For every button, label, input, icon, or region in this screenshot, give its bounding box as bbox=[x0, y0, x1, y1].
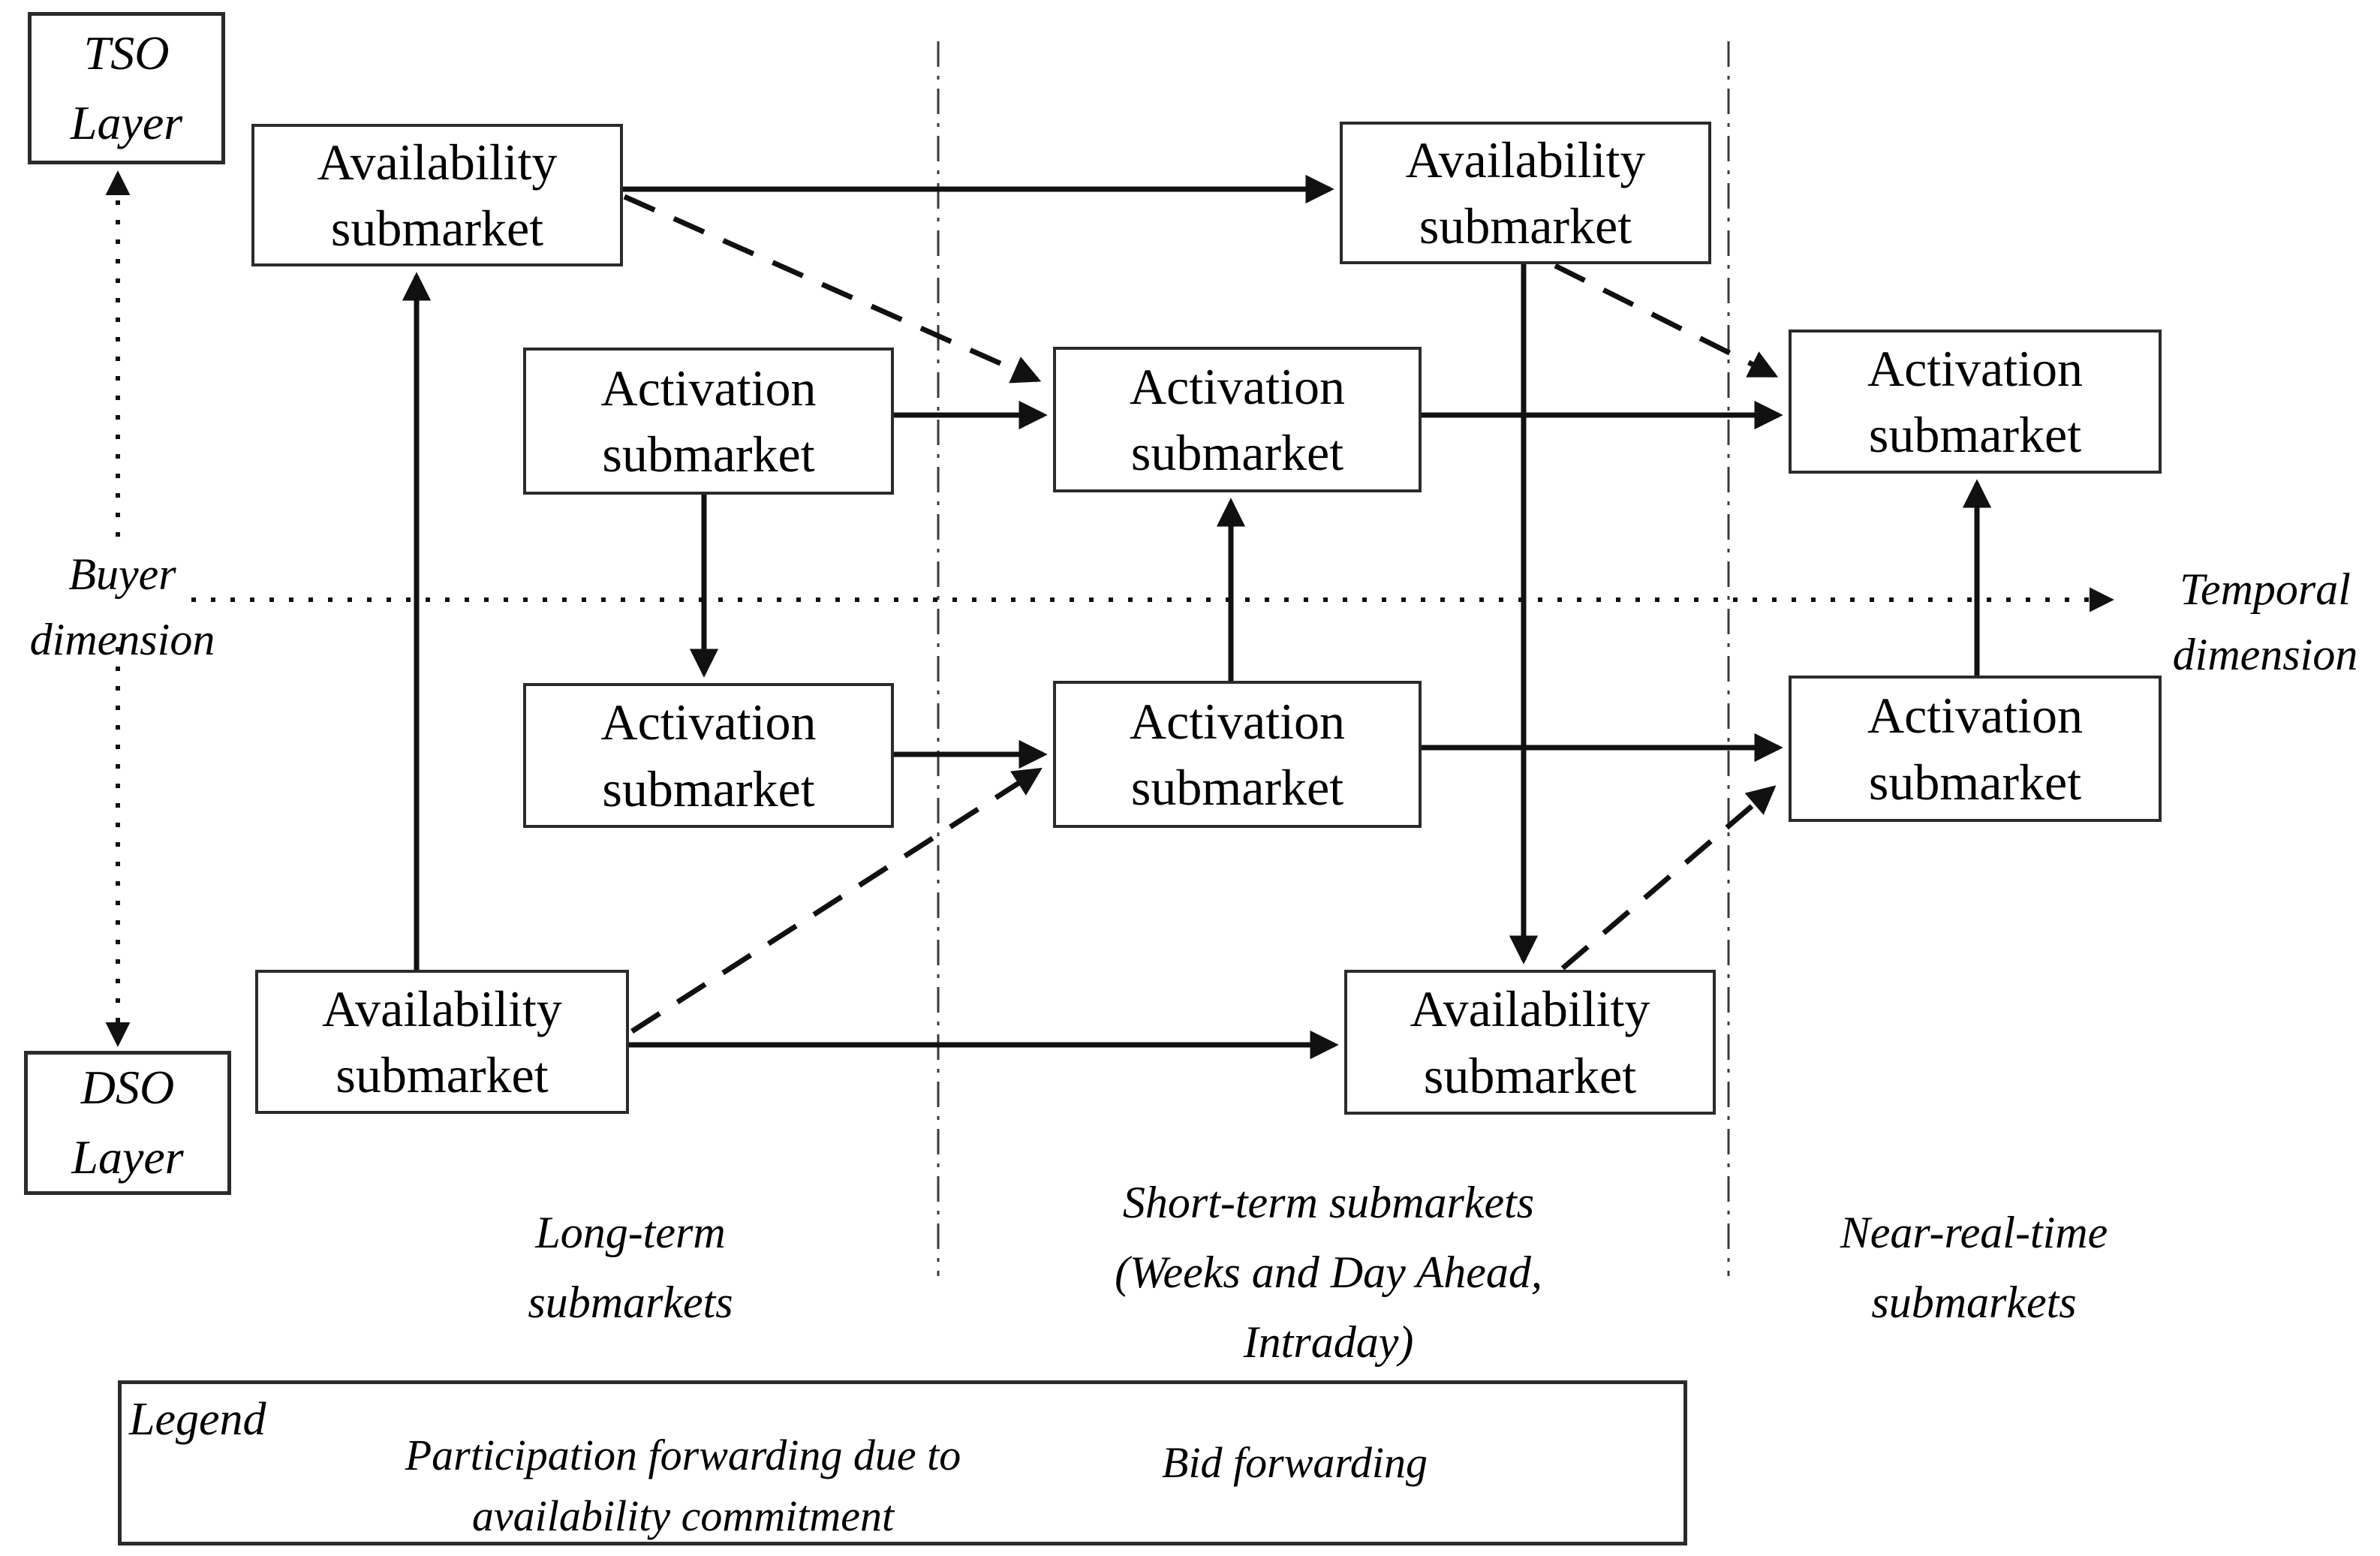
legend-dashed-label: Participation forwarding due to availabi… bbox=[405, 1431, 961, 1541]
participation-arrow-avail-dso-st-to-act-nrt bbox=[1560, 785, 1777, 971]
participation-arrow-avail-tso-lt-to-act-st bbox=[623, 194, 1042, 384]
participation-arrow-avail-tso-st-to-act-nrt bbox=[1554, 263, 1779, 378]
temporal-dimension-label: Temporal dimension bbox=[2172, 564, 2358, 679]
activation-submarket-nearrealtime-dso: Activation submarket bbox=[1789, 676, 2162, 822]
column-label-shortterm: Short-term submarkets (Weeks and Day Ahe… bbox=[1115, 1178, 1542, 1367]
participation-arrow-avail-dso-lt-to-act-st bbox=[630, 767, 1043, 1034]
dso-layer-box: DSO Layer bbox=[24, 1051, 231, 1195]
availability-submarket-shortterm-dso: Availability submarket bbox=[1344, 970, 1716, 1115]
activation-submarket-nearrealtime-tso: Activation submarket bbox=[1789, 330, 2162, 474]
activation-submarket-shortterm-dso: Activation submarket bbox=[1053, 681, 1422, 828]
availability-submarket-longterm-dso: Availability submarket bbox=[255, 970, 629, 1114]
legend-box bbox=[118, 1380, 1687, 1545]
activation-submarket-longterm-dso: Activation submarket bbox=[523, 683, 894, 828]
buyer-dimension-label: Buyer dimension bbox=[29, 549, 215, 664]
legend-solid-label: Bid forwarding bbox=[1162, 1438, 1428, 1487]
tso-layer-box: TSO Layer bbox=[28, 12, 225, 164]
availability-submarket-longterm-tso: Availability submarket bbox=[251, 124, 623, 266]
activation-submarket-shortterm-tso: Activation submarket bbox=[1053, 347, 1422, 492]
legend-title: Legend bbox=[129, 1394, 266, 1445]
column-label-nearrealtime: Near-real-time submarkets bbox=[1840, 1208, 2108, 1327]
activation-submarket-longterm-tso: Activation submarket bbox=[523, 348, 894, 495]
availability-submarket-shortterm-tso: Availability submarket bbox=[1340, 122, 1711, 264]
column-label-longterm: Long-term submarkets bbox=[528, 1208, 733, 1327]
